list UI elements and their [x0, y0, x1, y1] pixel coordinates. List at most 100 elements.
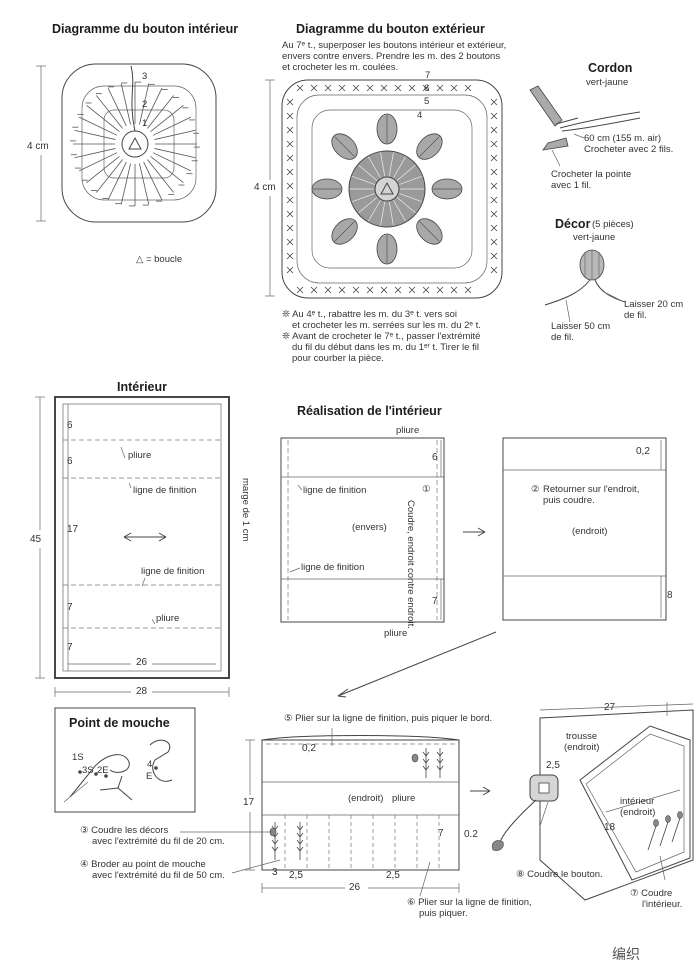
interieur-width: 28 — [136, 686, 148, 697]
realisation-envers: (envers) — [352, 522, 387, 533]
cordon-instr1: Crocheter avec 2 fils. — [584, 144, 674, 155]
final-step7b: l'intérieur. — [642, 899, 683, 910]
realisation-d02: 0,2 — [636, 446, 650, 457]
decor-color: vert-jaune — [573, 232, 616, 243]
mouche-label-3s: 3S — [82, 765, 94, 776]
realisation-d8: 8 — [667, 590, 673, 601]
final-trousse-side: (endroit) — [564, 742, 600, 753]
interieur-finition-bottom: ligne de finition — [141, 566, 205, 577]
mouche-title: Point de mouche — [69, 716, 170, 730]
assembly-d3: 3 — [272, 867, 278, 878]
outer-note-line-1: Au 7ᵉ t., superposer les boutons intérie… — [282, 40, 507, 51]
realisation-d6: 6 — [432, 452, 438, 463]
interieur-pliure-top: pliure — [128, 450, 152, 461]
assembly-d25b: 2,5 — [386, 870, 400, 881]
realisation-step2b: puis coudre. — [543, 495, 595, 506]
mouche-label-e: E — [146, 771, 153, 782]
final-d25: 2,5 — [546, 760, 560, 771]
mouche-label-1s: 1S — [72, 752, 84, 763]
realisation-title: Réalisation de l'intérieur — [297, 404, 442, 418]
realisation-step2a: Retourner sur l'endroit, — [543, 484, 640, 495]
outer-note-line-3: et crocheter les m. coulées. — [282, 62, 399, 73]
outer-row-5: 5 — [424, 96, 430, 107]
decor-title: Décor — [555, 217, 591, 231]
interieur-height: 45 — [30, 534, 42, 545]
realisation-finition-top: ligne de finition — [303, 485, 367, 496]
decor-leave50a: Laisser 50 cm — [551, 321, 611, 332]
realisation-finition-bottom: ligne de finition — [301, 562, 365, 573]
interieur-d17: 17 — [67, 524, 79, 535]
inner-row-2: 2 — [142, 99, 148, 110]
outer-note-b3: ❊ Avant de crocheter le 7ᵉ t., passer l'… — [282, 331, 481, 342]
interieur-title: Intérieur — [117, 380, 168, 394]
inner-row-3: 3 — [142, 71, 148, 82]
assembly-endroit: (endroit) — [348, 793, 384, 804]
watermark: 编织 — [612, 947, 640, 963]
outer-note-b4: du fil du début dans les m. du 1ᵉʳ t. Ti… — [292, 342, 479, 353]
cordon-instr2b: avec 1 fil. — [551, 180, 592, 191]
outer-row-6: 6 — [424, 83, 430, 94]
decor-leave20b: de fil. — [624, 310, 647, 321]
assembly-pliure: pliure — [392, 793, 416, 804]
assembly-step6a: ⑥ Plier sur la ligne de finition, — [407, 897, 532, 908]
assembly-step4a: ④ Broder au point de mouche — [80, 859, 206, 870]
final-interieur: intérieur — [620, 796, 655, 807]
assembly-step3a: ③ Coudre les décors — [80, 825, 169, 836]
outer-button-size: 4 cm — [254, 182, 276, 193]
final-trousse: trousse — [566, 731, 598, 742]
assembly-d25a: 2,5 — [289, 870, 303, 881]
outer-row-4: 4 — [417, 110, 423, 121]
outer-note-b1: ❊ Au 4ᵉ t., rabattre les m. du 3ᵉ t. ver… — [282, 309, 458, 320]
interieur-inner-width: 26 — [136, 657, 148, 668]
inner-row-1: 1 — [142, 118, 148, 129]
realisation-step1: Coudre, endroit contre endroit. — [405, 500, 416, 629]
outer-button-title: Diagramme du bouton extérieur — [296, 22, 485, 36]
assembly-d7: 7 — [438, 828, 444, 839]
interieur-d6a: 6 — [67, 420, 73, 431]
cordon-length: 60 cm (155 m. air) — [584, 133, 662, 144]
interieur-marge: marge de 1 cm — [240, 478, 251, 542]
assembly-d17: 17 — [243, 797, 255, 808]
realisation-step2-num: ② — [531, 484, 540, 495]
assembly-d02b: 0.2 — [464, 829, 478, 840]
final-step8: ⑧ Coudre le bouton. — [516, 869, 603, 880]
interieur-pliure-bottom: pliure — [156, 613, 180, 624]
decor-leave50b: de fil. — [551, 332, 574, 343]
cordon-instr2a: Crocheter la pointe — [551, 169, 632, 180]
decor-count: (5 pièces) — [592, 219, 634, 230]
interieur-d7a: 7 — [67, 602, 73, 613]
realisation-step1-num: ① — [422, 484, 431, 495]
inner-button-title: Diagramme du bouton intérieur — [52, 22, 239, 36]
mouche-label-4: 4 — [147, 759, 153, 770]
assembly-d26: 26 — [349, 882, 361, 893]
outer-note-b2: et crocheter les m. serrées sur les m. d… — [292, 320, 481, 331]
final-step7a: ⑦ Coudre — [630, 888, 673, 899]
final-interieur-side: (endroit) — [620, 807, 656, 818]
final-d27: 27 — [604, 702, 616, 713]
realisation-d7: 7 — [432, 596, 438, 607]
realisation-endroit: (endroit) — [572, 526, 608, 537]
realisation-pliure-bottom: pliure — [384, 628, 408, 639]
assembly-step4b: avec l'extrémité du fil de 50 cm. — [92, 870, 225, 881]
outer-note-line-2: envers contre envers. Prendre les m. des… — [282, 51, 501, 62]
outer-row-7: 7 — [425, 70, 431, 81]
final-d18: 18 — [604, 822, 616, 833]
assembly-step6b: puis piquer. — [419, 908, 468, 919]
assembly-step3b: avec l'extrémité du fil de 20 cm. — [92, 836, 225, 847]
decor-leave20a: Laisser 20 cm — [624, 299, 684, 310]
inner-legend: △ = boucle — [136, 254, 183, 265]
assembly-d02a: 0,2 — [302, 743, 316, 754]
interieur-finition-top: ligne de finition — [133, 485, 197, 496]
inner-button-size: 4 cm — [27, 141, 49, 152]
outer-note-b5: pour courber la pièce. — [292, 353, 384, 364]
realisation-pliure-top: pliure — [396, 425, 420, 436]
